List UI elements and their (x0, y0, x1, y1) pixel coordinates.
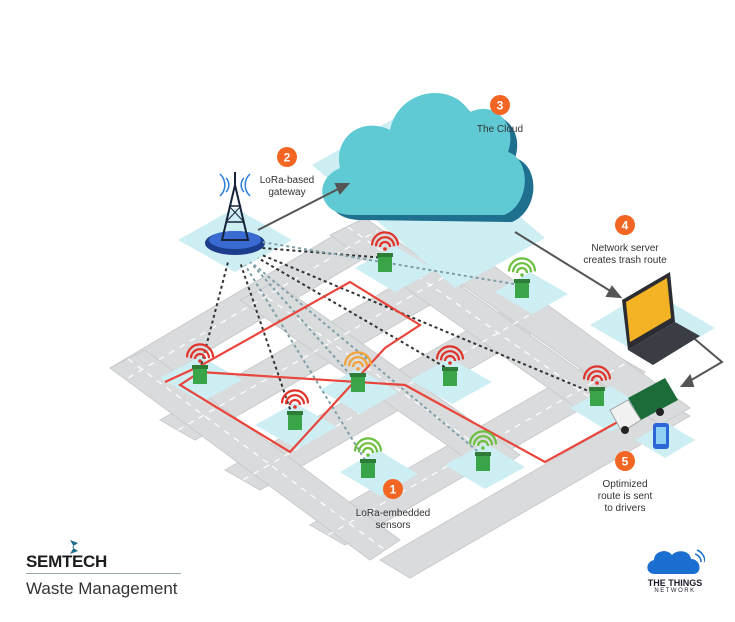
wifi-signal-icon (582, 365, 612, 385)
cloud-icon (322, 92, 534, 222)
wifi-signal-icon (353, 437, 383, 457)
flow-arrows (257, 183, 724, 387)
wifi-signal-icon (468, 430, 498, 450)
sensor-signal-lines (199, 241, 599, 461)
ttn-cloud-icon (647, 549, 705, 574)
svg-text:4: 4 (622, 219, 629, 233)
ttn-subword: NETWORK (654, 588, 696, 594)
wifi-signal-icon (343, 351, 373, 371)
page-title: Waste Management (26, 579, 178, 598)
smartphone-icon (653, 423, 669, 449)
wifi-signal-icon (507, 257, 537, 277)
laptop-icon (622, 272, 700, 365)
wifi-signal-icon (280, 389, 310, 409)
waste-bin-sensor (353, 437, 383, 478)
waste-bin-sensor (343, 351, 373, 392)
waste-bin-sensor (185, 343, 215, 384)
optimized-route (164, 280, 626, 464)
svg-text:1: 1 (390, 483, 397, 497)
waste-bin-sensor (435, 345, 465, 386)
waste-bins (185, 231, 612, 478)
svg-text:3: 3 (497, 99, 504, 113)
semtech-wordmark: SEMTECH (26, 552, 108, 571)
waste-bin-sensor (582, 365, 612, 406)
step-badge-1: 1 (383, 479, 403, 499)
gateway-tower-icon (205, 172, 265, 255)
waste-bin-sensor (468, 430, 498, 471)
step-label-3: The Cloud (476, 124, 524, 135)
step-badge-4: 4 (615, 215, 635, 235)
step-badge-3: 3 (490, 95, 510, 115)
ttn-wordmark: THE THINGS (647, 578, 703, 588)
waste-bin-sensor (280, 389, 310, 430)
wifi-signal-icon (185, 343, 215, 363)
step-badge-2: 2 (277, 147, 297, 167)
waste-bin-sensor (507, 257, 537, 298)
waste-bin-sensor (370, 231, 400, 272)
semtech-logo-icon (70, 540, 78, 554)
garbage-truck-icon (609, 378, 678, 434)
svg-text:2: 2 (284, 151, 291, 165)
brand-divider (26, 573, 181, 574)
wifi-signal-icon (435, 345, 465, 365)
wifi-signal-icon (370, 231, 400, 251)
step-badge-5: 5 (615, 451, 635, 471)
svg-text:5: 5 (622, 455, 629, 469)
